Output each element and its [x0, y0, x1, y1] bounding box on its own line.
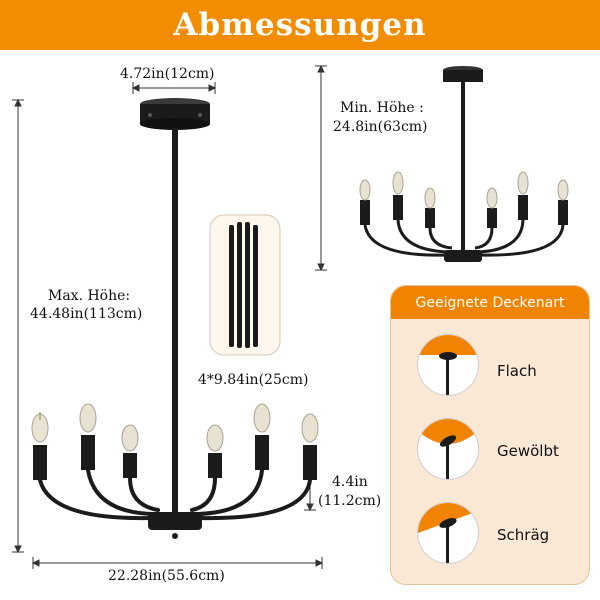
- flat-ceiling-icon: [417, 334, 479, 396]
- ceiling-type-sloped: Schräg: [497, 526, 550, 544]
- ceiling-type-header: Geeignete Deckenart: [391, 286, 589, 319]
- min-height-value: 24.8in(63cm): [333, 119, 428, 135]
- ceiling-type-panel: Geeignete Deckenart Flach Gewölbt Schräg: [390, 285, 590, 585]
- ceiling-type-flat: Flach: [497, 362, 537, 380]
- page-title: Abmessungen: [173, 7, 427, 43]
- arm-height-label: 4.4in: [332, 474, 368, 490]
- max-height-value: 44.48in(113cm): [30, 306, 143, 322]
- max-height-label: Max. Höhe:: [48, 288, 131, 304]
- title-banner: Abmessungen: [0, 0, 600, 50]
- min-height-label: Min. Höhe :: [340, 100, 424, 116]
- arm-height-metric-label: (11.2cm): [318, 493, 382, 509]
- total-width-label: 22.28in(55.6cm): [108, 568, 225, 584]
- sloped-ceiling-icon: [417, 502, 479, 564]
- ceiling-type-vaulted: Gewölbt: [497, 442, 559, 460]
- rods-label: 4*9.84in(25cm): [198, 372, 309, 388]
- vaulted-ceiling-icon: [417, 418, 479, 480]
- ceiling-type-title: Geeignete Deckenart: [415, 294, 565, 311]
- canopy-width-label: 4.72in(12cm): [120, 66, 215, 82]
